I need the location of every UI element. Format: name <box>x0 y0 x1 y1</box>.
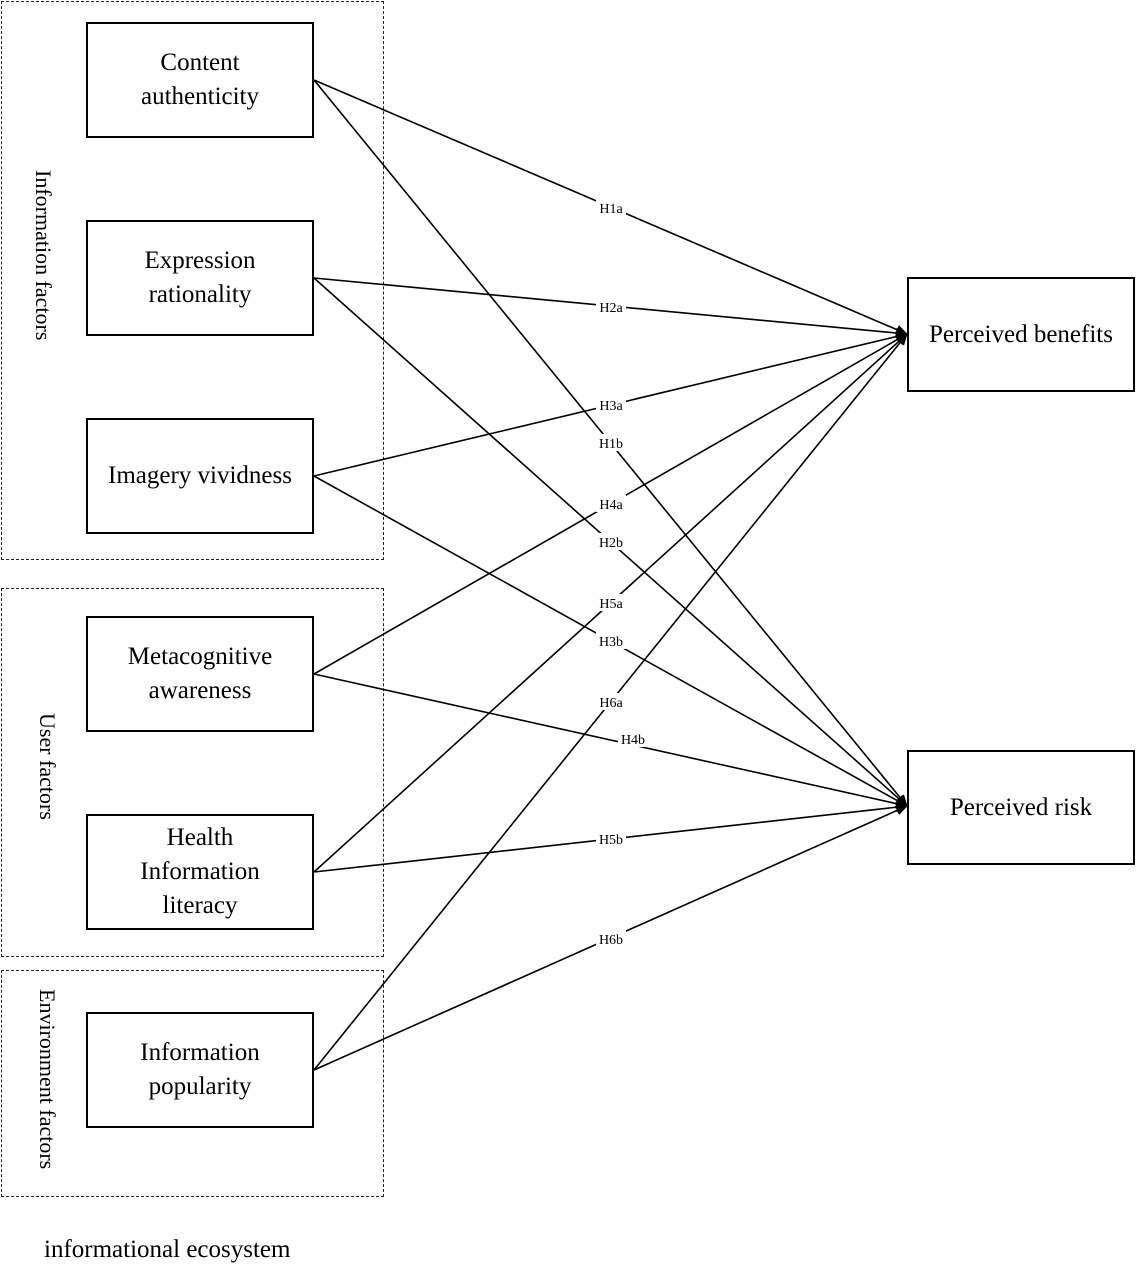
node-text-line: Health <box>166 824 234 851</box>
node-text-line: literacy <box>162 892 238 919</box>
node-text-line: Perceived benefits <box>929 320 1113 348</box>
path-label-h1a: H1a <box>599 202 623 217</box>
path-label-background <box>596 830 626 847</box>
node-text-line: Information <box>140 1039 260 1066</box>
path-label-background <box>596 632 626 649</box>
node-text-line: authenticity <box>140 83 260 110</box>
node-text-line: popularity <box>148 1073 252 1100</box>
node-perceived-benefits: Perceived benefits <box>907 277 1135 392</box>
path-label-h3b: H3b <box>599 635 623 650</box>
node-text-line: Metacognitive <box>127 643 273 670</box>
group-environment-factors: Environment factors <box>1 970 384 1197</box>
path-label-h4a: H4a <box>599 498 623 513</box>
node-text-line: rationality <box>148 281 252 308</box>
group-information-factors: Information factors <box>1 1 384 560</box>
group-user-factors: User factors <box>1 588 384 957</box>
node-text-line: Perceived risk <box>949 793 1093 821</box>
group-label-information-factors: Information factors <box>31 170 56 341</box>
path-label-background <box>618 730 648 747</box>
diagram-caption: informational ecosystem <box>44 1236 291 1263</box>
path-label-h3a: H3a <box>599 399 623 414</box>
path-label-background <box>596 930 626 947</box>
node-perceived-risk: Perceived risk <box>907 750 1135 865</box>
path-label-background <box>596 434 626 451</box>
path-label-h5a: H5a <box>599 597 623 612</box>
node-text-line: Information <box>140 858 260 885</box>
path-label-background <box>596 533 626 550</box>
group-label-user-factors: User factors <box>35 713 60 820</box>
path-label-h6a: H6a <box>599 696 623 711</box>
node-text-line: awareness <box>148 677 252 704</box>
node-information-popularity: Information popularity <box>86 1012 314 1128</box>
path-label-background <box>596 396 626 413</box>
path-label-h2b: H2b <box>599 536 623 551</box>
node-metacognitive-awareness: Metacognitive awareness <box>86 616 314 732</box>
node-text-line: Imagery vividness <box>108 462 292 489</box>
node-text-line: Expression <box>144 247 256 274</box>
group-label-environment-factors: Environment factors <box>35 989 60 1170</box>
path-label-h2a: H2a <box>599 301 623 316</box>
path-label-background <box>596 495 626 512</box>
node-imagery-vividness: Imagery vividness <box>86 418 314 534</box>
path-label-background <box>596 298 626 315</box>
node-text-line: Content <box>160 49 240 76</box>
path-label-h5b: H5b <box>599 833 623 848</box>
path-label-h6b: H6b <box>599 933 623 948</box>
path-label-background <box>596 594 626 611</box>
path-label-h1b: H1b <box>599 437 623 452</box>
path-label-background <box>596 693 626 710</box>
node-content-authenticity: Content authenticity <box>86 22 314 138</box>
path-label-background <box>596 199 626 216</box>
path-h4b <box>313 673 908 809</box>
path-label-h4b: H4b <box>621 733 645 748</box>
node-expression-rationality: Expression rationality <box>86 220 314 336</box>
